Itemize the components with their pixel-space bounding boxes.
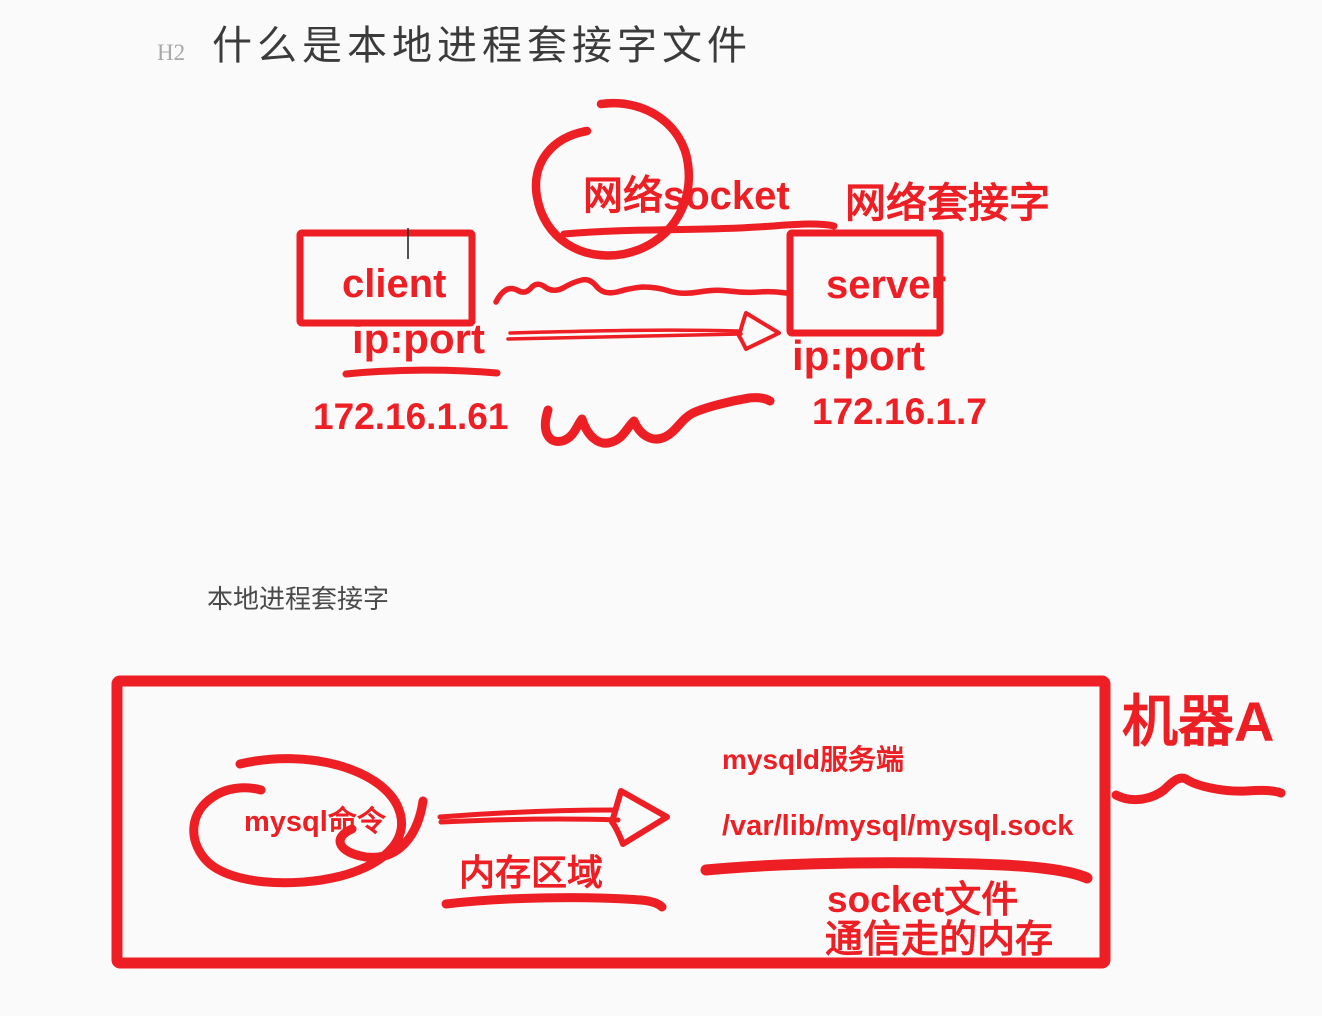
mysql-scribble-circle-stroke [189, 754, 406, 888]
server-box-label: server [826, 263, 947, 307]
local-arrow-head [609, 788, 670, 847]
memory-area-label: 内存区域 [459, 852, 604, 893]
network-underline-stroke [560, 220, 838, 238]
machine-box-stroke [111, 675, 1111, 969]
network-alias-label: 网络套接字 [845, 180, 1050, 226]
client-ip-underline-stroke [342, 366, 501, 378]
socket-path-label: /var/lib/mysql/mysql.sock [722, 810, 1074, 842]
client-endpoint-label: ip:port [352, 315, 485, 362]
heading-level-badge: H2 [157, 40, 186, 65]
memory-underline-stroke [441, 893, 667, 912]
machine-wave-stroke [1111, 773, 1286, 805]
local-arrow-shaft [437, 807, 621, 825]
mysql-client-label: mysql命令 [244, 806, 386, 838]
page-title: 什么是本地进程套接字文件 [212, 23, 752, 68]
client-ip-label: 172.16.1.61 [313, 396, 509, 437]
mysqld-server-label: mysqld服务端 [722, 744, 905, 775]
mysql-scribble-tail-stroke [335, 796, 428, 862]
client-box-label: client [342, 262, 447, 306]
machine-label: 机器A [1122, 690, 1275, 753]
server-ip-label: 172.16.1.7 [812, 391, 987, 432]
client-box-stroke [296, 229, 476, 327]
server-endpoint-label: ip:port [792, 332, 925, 379]
connection-squiggle-stroke [540, 393, 775, 448]
network-circle-stroke [531, 98, 694, 260]
server-box-stroke [786, 229, 944, 337]
connection-arrow-shaft [506, 328, 743, 341]
connection-arrow-head [737, 311, 781, 351]
local-socket-caption: 本地进程套接字 [207, 584, 390, 614]
network-socket-label: 网络socket [583, 174, 790, 218]
socket-file-note: socket文件 [827, 879, 1019, 920]
socket-path-underline-stroke [700, 857, 1093, 884]
connection-wave-stroke [493, 276, 789, 305]
memory-note: 通信走的内存 [825, 919, 1054, 961]
